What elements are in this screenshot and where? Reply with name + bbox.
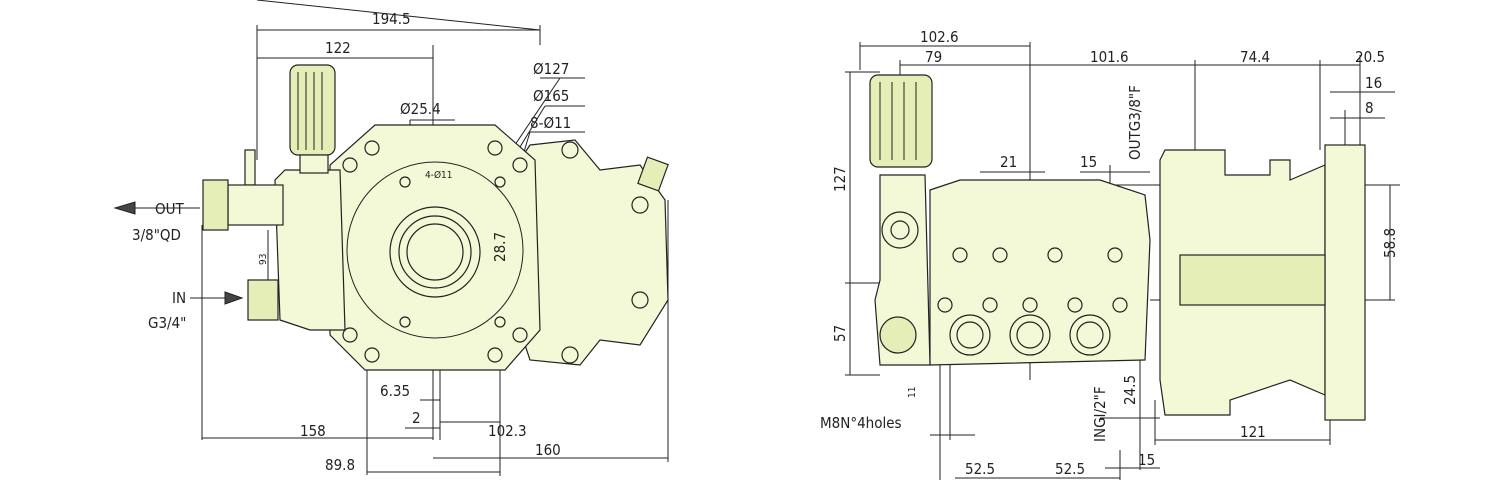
dim-15-top: 15 bbox=[1080, 153, 1097, 171]
out-arrow-icon bbox=[113, 201, 136, 215]
dim-8-holes: 8-Ø11 bbox=[530, 114, 571, 132]
dim-16: 16 bbox=[1365, 74, 1382, 92]
dim-20-5: 20.5 bbox=[1355, 48, 1385, 66]
dim-79: 79 bbox=[925, 48, 942, 66]
inlet-fitting bbox=[247, 279, 279, 321]
side-view: 102.6 79 101.6 74.4 20.5 16 8 127 57 21 … bbox=[820, 28, 1400, 480]
dim-6-35: 6.35 bbox=[380, 382, 410, 400]
quick-connect-outlet bbox=[202, 179, 229, 231]
mounting-flange-side bbox=[1324, 144, 1366, 421]
dim-160: 160 bbox=[535, 441, 561, 459]
dim-93: 93 bbox=[258, 254, 269, 265]
dim-57: 57 bbox=[831, 325, 849, 342]
dim-122: 122 bbox=[325, 39, 351, 57]
inlet-spec: INGI/2"F bbox=[1091, 386, 1109, 442]
drive-shaft bbox=[1179, 254, 1326, 306]
dim-74-4: 74.4 bbox=[1240, 48, 1270, 66]
inlet-port-side bbox=[879, 316, 917, 354]
dim-102-3: 102.3 bbox=[488, 422, 527, 440]
dim-194-5: 194.5 bbox=[372, 10, 411, 28]
flange-bolt-holes bbox=[342, 140, 528, 363]
out-port-label: OUT bbox=[155, 200, 185, 218]
bypass-nipple bbox=[244, 149, 256, 186]
unloader-knob bbox=[289, 64, 336, 156]
front-view: 194.5 122 Ø127 Ø165 8-Ø11 Ø25.4 4-Ø11 28… bbox=[113, 0, 669, 476]
dim-158: 158 bbox=[300, 422, 326, 440]
dim-11: 11 bbox=[907, 387, 918, 398]
dim-dia-127: Ø127 bbox=[533, 60, 569, 78]
outlet-spec: OUTG3/8"F bbox=[1126, 85, 1144, 160]
dim-127: 127 bbox=[831, 166, 849, 192]
unloader-knob-side bbox=[869, 74, 933, 168]
dim-21: 21 bbox=[1000, 153, 1017, 171]
dim-2: 2 bbox=[412, 409, 421, 427]
dim-dia-25-4: Ø25.4 bbox=[400, 100, 441, 118]
unloader-valve-body bbox=[274, 169, 346, 331]
in-port-spec: G3/4" bbox=[148, 314, 186, 332]
dim-15-bottom: 15 bbox=[1138, 451, 1155, 469]
dim-dia-165: Ø165 bbox=[533, 87, 569, 105]
dim-4-holes: 4-Ø11 bbox=[425, 169, 453, 181]
dim-52-5-left: 52.5 bbox=[965, 460, 995, 478]
mount-holes-label: M8N°4holes bbox=[820, 414, 902, 432]
manifold-bolts bbox=[937, 247, 1128, 313]
dim-28-7: 28.7 bbox=[491, 232, 509, 262]
dim-8: 8 bbox=[1365, 99, 1374, 117]
out-port-spec: 3/8"QD bbox=[132, 226, 181, 244]
in-arrow-icon bbox=[224, 291, 244, 305]
dim-89-8: 89.8 bbox=[325, 456, 355, 474]
dim-24-5: 24.5 bbox=[1121, 375, 1139, 405]
in-port-label: IN bbox=[172, 289, 186, 307]
valve-plugs bbox=[949, 314, 1111, 356]
dim-58-8: 58.8 bbox=[1381, 228, 1399, 258]
dim-52-5-right: 52.5 bbox=[1055, 460, 1085, 478]
dim-121: 121 bbox=[1240, 423, 1266, 441]
dim-102-6: 102.6 bbox=[920, 28, 959, 46]
dim-101-6: 101.6 bbox=[1090, 48, 1129, 66]
